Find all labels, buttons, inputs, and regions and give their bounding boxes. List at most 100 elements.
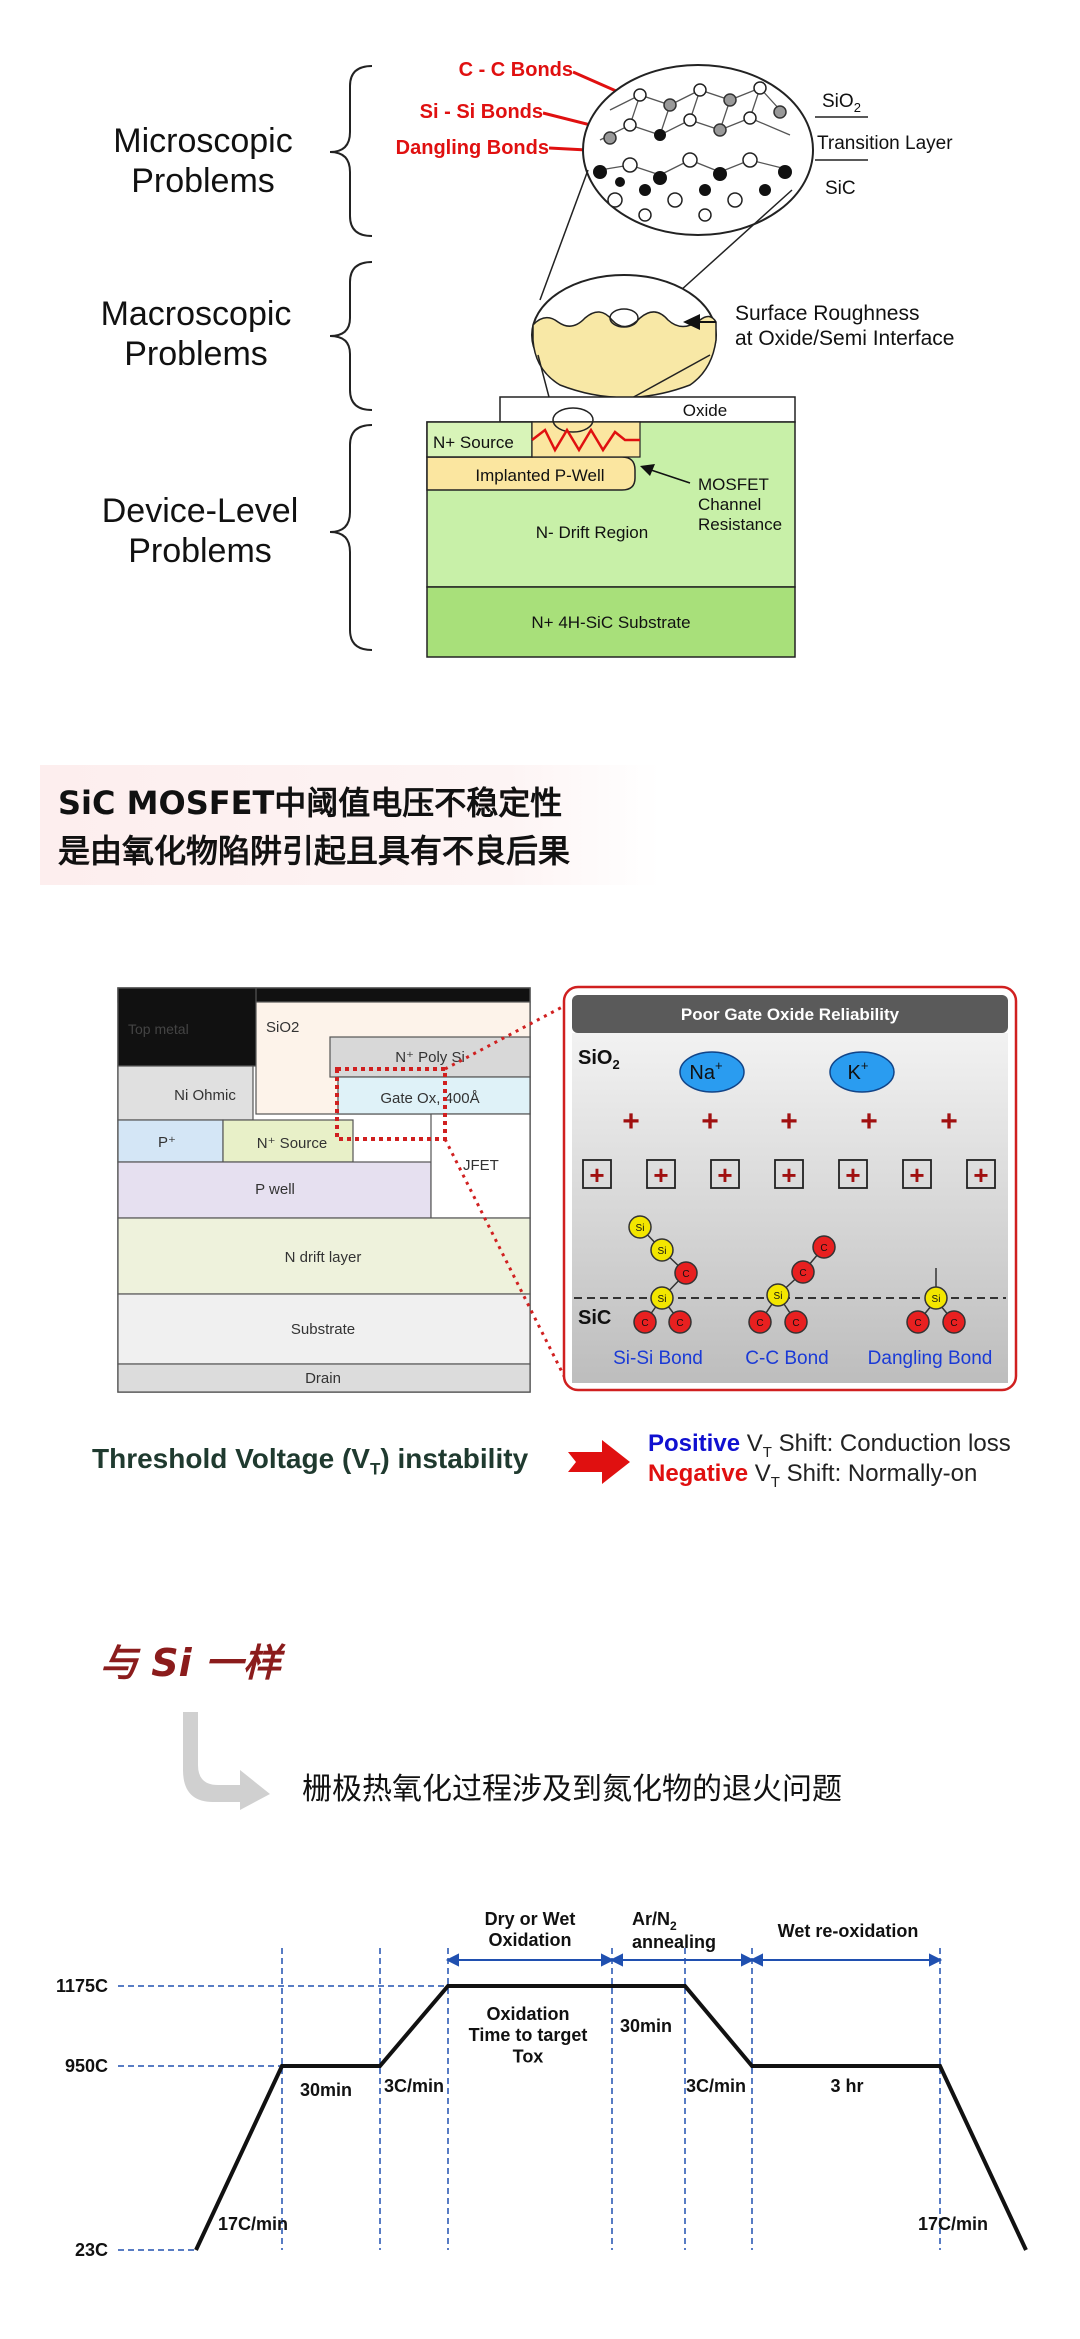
brace-device xyxy=(329,424,373,651)
svg-text:C: C xyxy=(676,1318,683,1329)
ann-ramp-up-3c: 3C/min xyxy=(384,2076,444,2096)
na-ion-label: Na+ xyxy=(689,1058,722,1084)
reliability-title: Poor Gate Oxide Reliability xyxy=(681,1005,900,1024)
label-p-well: Implanted P-Well xyxy=(475,466,604,485)
vt-instability-label: Threshold Voltage (VT) instability xyxy=(92,1443,529,1479)
svg-text:C: C xyxy=(914,1318,921,1329)
device-cross-section xyxy=(426,396,796,658)
ann-hold-950-1: 30min xyxy=(300,2080,352,2100)
y-label-23: 23C xyxy=(75,2240,108,2260)
label-n-source: N+ Source xyxy=(433,433,514,452)
ann-reox-3hr: 3 hr xyxy=(830,2076,863,2096)
label-substrate: N+ 4H-SiC Substrate xyxy=(531,613,690,632)
svg-text:+: + xyxy=(701,1105,719,1138)
label-transition-layer: Transition Layer xyxy=(817,133,953,154)
label-drain: Drain xyxy=(305,1370,341,1387)
label-jfet: JFET xyxy=(463,1157,499,1174)
ann-ramp-up-17c: 17C/min xyxy=(218,2214,288,2234)
label-gate-ox: Gate Ox, 400Å xyxy=(380,1090,479,1107)
mosfet-cross-section xyxy=(117,987,531,1393)
svg-text:C: C xyxy=(641,1318,648,1329)
section-title: 与 Si 一样 xyxy=(100,1641,281,1685)
svg-text:+: + xyxy=(973,1160,988,1190)
atom-labels: Si Si C Si C C C C Si C C Si C C xyxy=(636,1223,958,1329)
svg-text:C: C xyxy=(820,1243,827,1254)
label-sio2: SiO2 xyxy=(822,91,861,115)
vt-positive-shift: Positive VT Shift: Conduction loss xyxy=(648,1430,1011,1461)
svg-text:C: C xyxy=(792,1318,799,1329)
gate-oxide-reliability-diagram: Top metal SiO2 N⁺ Poly Si Ni Ohmic Gate … xyxy=(117,985,1018,1393)
ann-ramp-down-17c: 17C/min xyxy=(918,2214,988,2234)
svg-text:Si: Si xyxy=(636,1223,645,1234)
trapped-charge-signs: + + + + + + + xyxy=(589,1160,988,1190)
svg-text:+: + xyxy=(622,1105,640,1138)
label-p-plus: P⁺ xyxy=(158,1134,176,1151)
label-sic-panel: SiC xyxy=(578,1307,611,1329)
y-label-950: 950C xyxy=(65,2056,108,2076)
phase-guides xyxy=(281,1948,941,2250)
svg-text:C: C xyxy=(799,1268,806,1279)
y-label-1175: 1175C xyxy=(56,1976,108,1996)
svg-text:+: + xyxy=(589,1160,604,1190)
roughness-arrowhead xyxy=(683,314,700,330)
svg-text:+: + xyxy=(860,1105,878,1138)
label-si-si-bond: Si-Si Bond xyxy=(613,1348,703,1369)
svg-text:C: C xyxy=(756,1318,763,1329)
reliability-title-bar xyxy=(572,995,1008,1033)
positive-charges-row: + + + + + xyxy=(622,1105,958,1138)
svg-text:+: + xyxy=(717,1160,732,1190)
ann-anneal-30min: 30min xyxy=(620,2016,672,2036)
banner-line-2: 是由氧化物陷阱引起且具有不良后果 xyxy=(58,832,571,870)
label-n-drift: N drift layer xyxy=(285,1249,362,1266)
svg-text:Si: Si xyxy=(774,1291,783,1302)
phase-arrows xyxy=(445,1953,943,1967)
label-oxide: Oxide xyxy=(683,401,727,420)
svg-text:+: + xyxy=(909,1160,924,1190)
svg-text:+: + xyxy=(845,1160,860,1190)
banner-line-1: SiC MOSFET中阈值电压不稳定性 xyxy=(58,784,563,822)
svg-text:C: C xyxy=(682,1269,689,1280)
section-subtitle: 栅极热氧化过程涉及到氮化物的退火问题 xyxy=(302,1772,842,1807)
channel-arrowhead xyxy=(640,464,655,476)
svg-text:Si: Si xyxy=(658,1246,667,1257)
label-n-source-cs: N⁺ Source xyxy=(257,1135,327,1152)
label-top-metal: Top metal xyxy=(128,1021,189,1037)
si-si-bond-molecule xyxy=(628,1215,698,1334)
svg-text:+: + xyxy=(781,1160,796,1190)
c-c-bond-molecule xyxy=(748,1235,836,1334)
brace-microscopic xyxy=(329,65,373,237)
svg-text:+: + xyxy=(940,1105,958,1138)
vt-negative-shift: Negative VT Shift: Normally-on xyxy=(648,1460,978,1491)
k-ion-label: K+ xyxy=(848,1058,869,1084)
zoom-line-right xyxy=(669,189,793,301)
svg-text:Si: Si xyxy=(932,1294,941,1305)
zoom-dotted-bottom xyxy=(443,1138,568,1381)
svg-text:+: + xyxy=(780,1105,798,1138)
trapped-charges-row xyxy=(582,1159,996,1189)
atomic-interface-circle xyxy=(582,64,814,236)
na-ion xyxy=(679,1051,745,1093)
roughness-ellipse xyxy=(531,274,717,399)
label-sio2-layer: SiO2 xyxy=(266,1019,299,1036)
dangling-bond-molecule xyxy=(906,1268,966,1334)
label-drift-region: N- Drift Region xyxy=(536,523,648,542)
vt-arrow xyxy=(568,1440,630,1484)
label-c-c-bond: C-C Bond xyxy=(745,1348,828,1369)
label-cc-bonds: C - C Bonds xyxy=(459,59,573,81)
label-poly-si: N⁺ Poly Si xyxy=(395,1049,465,1066)
svg-text:Si: Si xyxy=(658,1294,667,1305)
brace-macroscopic xyxy=(329,261,373,411)
zoom-dotted-top xyxy=(444,1003,567,1071)
ann-ramp-down-3c: 3C/min xyxy=(686,2076,746,2096)
label-dangling-bond: Dangling Bond xyxy=(868,1348,993,1369)
svg-text:+: + xyxy=(653,1160,668,1190)
